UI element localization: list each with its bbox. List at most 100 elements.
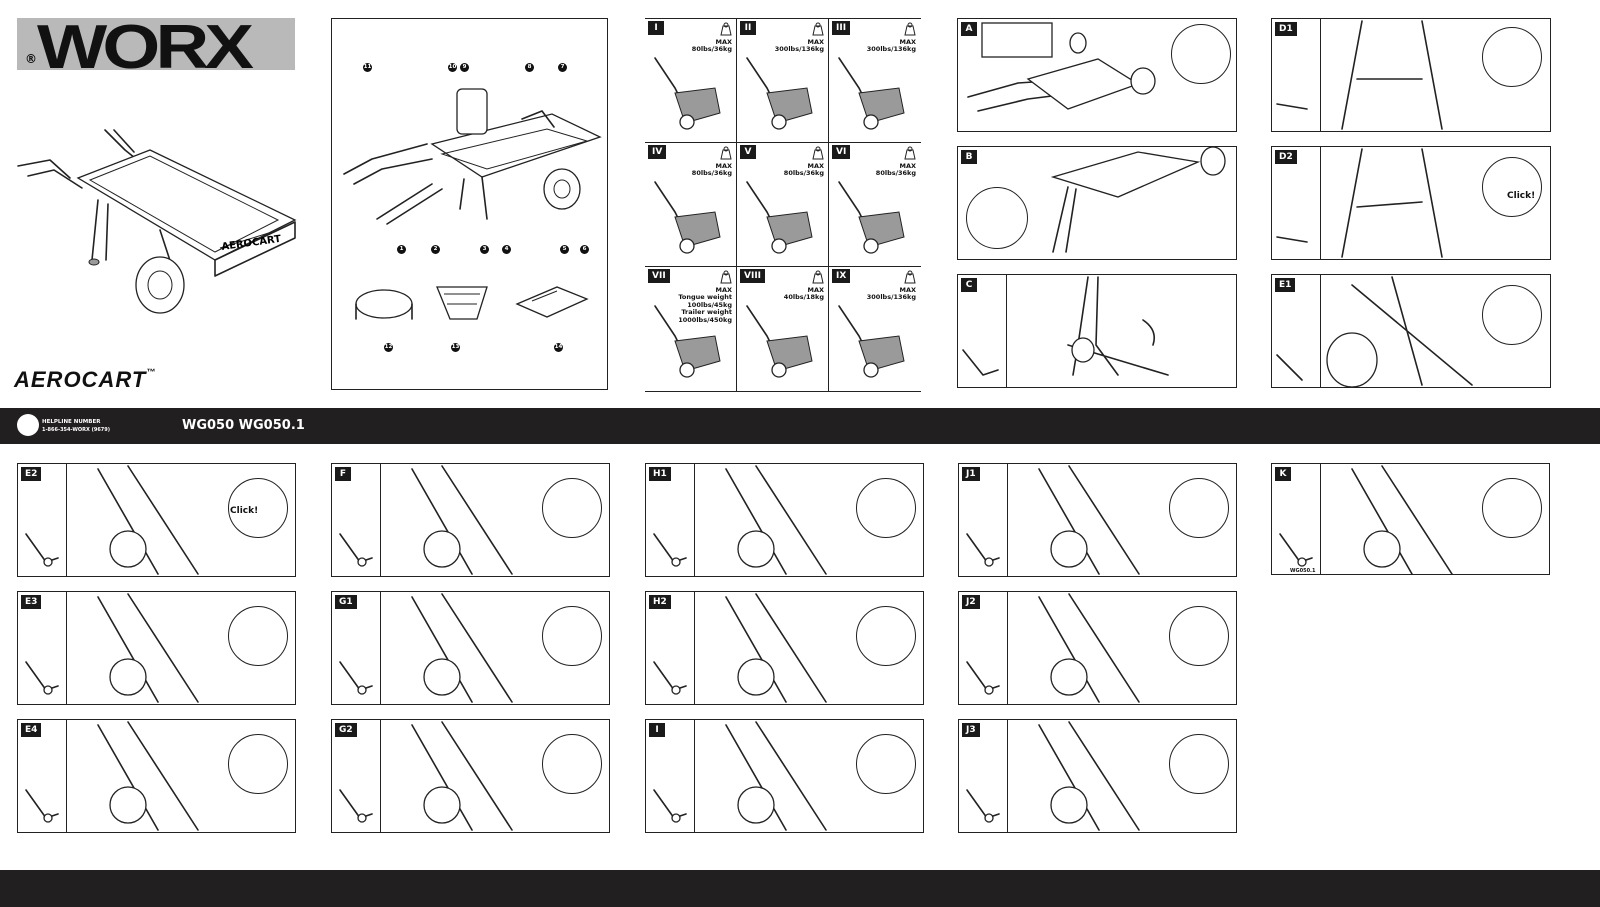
step-illustration: [339, 721, 513, 831]
zoom-callout: [856, 734, 916, 794]
max-value: 300lbs/136kg: [866, 45, 916, 53]
max-label: MAX: [899, 161, 916, 170]
step-label: J1: [962, 467, 980, 481]
k-model-label: WG050.1: [1290, 568, 1316, 574]
step-illustration: [25, 721, 199, 831]
step-label: E4: [21, 723, 42, 737]
bottom-band: [0, 870, 1600, 907]
zoom-callout: [856, 606, 916, 666]
max-value: 300lbs/136kg: [774, 45, 824, 53]
step-panel-E1: E1: [1271, 274, 1551, 388]
load-label: V: [740, 145, 756, 159]
step-illustration: [653, 721, 827, 831]
load-label: III: [832, 21, 851, 35]
helpline-icon: [17, 414, 39, 436]
weight-icon: [720, 22, 732, 36]
step-label: J2: [962, 595, 980, 609]
logo-registered: ®: [25, 52, 37, 66]
part-number: 11: [363, 63, 372, 72]
zoom-callout: [1171, 24, 1231, 84]
zoom-callout: [542, 606, 602, 666]
step-label: G1: [335, 595, 357, 609]
weight-icon: [904, 270, 916, 284]
helpline-title: HELPLINE NUMBER: [42, 419, 101, 425]
step-panel-G1: G1: [331, 591, 610, 705]
weight-icon: [904, 146, 916, 160]
max-value: Tongue weight 100lbs/45kg Trailer weight…: [678, 293, 732, 324]
zoom-callout: [228, 606, 288, 666]
cart-load-illustration: [838, 57, 905, 130]
max-label: MAX: [715, 37, 732, 46]
step-illustration: [966, 593, 1140, 703]
step-panel-B: B: [957, 146, 1237, 260]
step-panel-A: A: [957, 18, 1237, 132]
max-label: MAX: [715, 161, 732, 170]
load-label: VI: [832, 145, 851, 159]
step-panel-H1: H1: [645, 463, 924, 577]
step-panel-D2: D2 Click!: [1271, 146, 1551, 260]
max-label: MAX: [899, 37, 916, 46]
zoom-callout: [1482, 157, 1542, 217]
trademark: ™: [146, 367, 157, 377]
cart-load-illustration: [838, 181, 905, 254]
cart-load-illustration: [838, 305, 905, 378]
zoom-callout: [1169, 478, 1229, 538]
zoom-callout: [228, 478, 288, 538]
max-value: 40lbs/18kg: [783, 293, 824, 301]
cart-load-illustration: [654, 305, 721, 378]
parts-diagram-panel: 11 10 9 8 7 1 2 3 4 5 6 12 13 14: [331, 18, 608, 390]
step-illustration: [25, 593, 199, 703]
max-label: MAX: [807, 161, 824, 170]
max-value: 300lbs/136kg: [866, 293, 916, 301]
part-number: 1: [397, 245, 406, 254]
part-number: 7: [558, 63, 567, 72]
step-panel-E3: E3: [17, 591, 296, 705]
cart-load-illustration: [746, 181, 813, 254]
step-label: E1: [1275, 278, 1296, 292]
aerocart-hero-illustration: AEROCART: [17, 129, 297, 314]
step-panel-C: C: [957, 274, 1237, 388]
part-number: 13: [451, 343, 460, 352]
step-panel-G2: G2: [331, 719, 610, 833]
step-panel-H2: H2: [645, 591, 924, 705]
load-label: IX: [832, 269, 851, 283]
load-label: VII: [648, 269, 670, 283]
zoom-callout: [966, 187, 1028, 249]
part-number: 4: [502, 245, 511, 254]
max-label: MAX: [807, 37, 824, 46]
part-number: 12: [384, 343, 393, 352]
load-label: I: [648, 21, 664, 35]
zoom-callout: [228, 734, 288, 794]
step-label: H1: [649, 467, 671, 481]
aerocart-wordmark: AEROCART™: [14, 367, 156, 393]
part-number: 8: [525, 63, 534, 72]
max-label: MAX: [899, 285, 916, 294]
step-illustration: [653, 465, 827, 575]
weight-icon: [812, 146, 824, 160]
load-label: IV: [648, 145, 667, 159]
zoom-callout: [1482, 285, 1542, 345]
step-panel-J2: J2: [958, 591, 1237, 705]
click-label: Click!: [1507, 191, 1536, 201]
step-illustration: [339, 593, 513, 703]
zoom-callout: [542, 734, 602, 794]
step-panel-J3: J3: [958, 719, 1237, 833]
step-label: E2: [21, 467, 42, 481]
max-label: MAX: [715, 285, 732, 294]
step-illustration: [966, 465, 1140, 575]
